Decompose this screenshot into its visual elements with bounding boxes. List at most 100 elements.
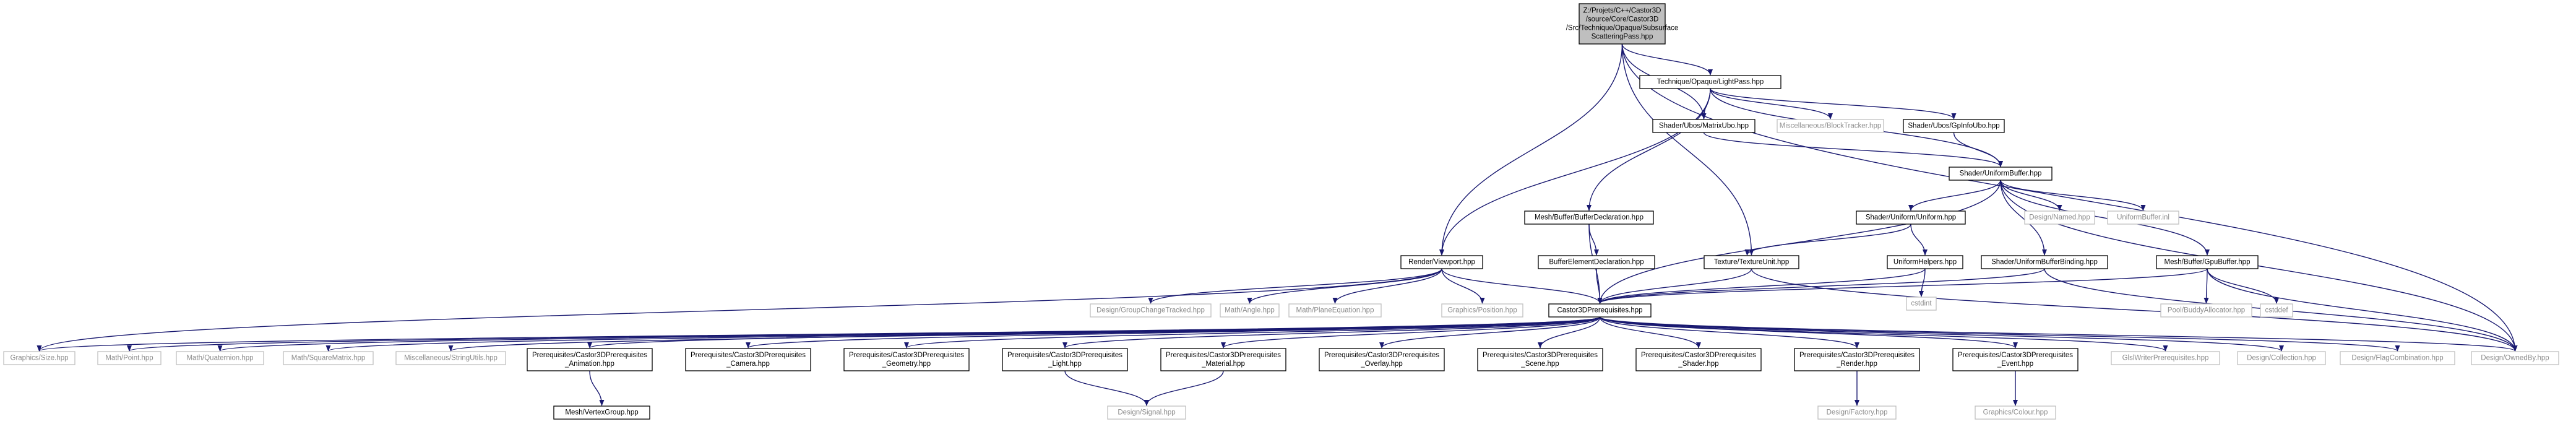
node-box	[2107, 210, 2179, 225]
edge-castorprereq-to-p_render	[1599, 316, 1859, 349]
node-label: Prerequisites/Castor3DPrerequisites	[1324, 352, 1439, 359]
node-bufelemdecl[interactable]: BufferElementDeclaration.hpp	[1538, 255, 1655, 269]
edge-castorprereq-to-p_scene	[1538, 316, 1601, 349]
node-castorprereq[interactable]: Castor3DPrerequisites.hpp	[1548, 303, 1652, 318]
edge-textureunit-to-ownedby	[1751, 268, 2518, 352]
node-label: Render/Viewport.hpp	[1408, 259, 1475, 266]
node-p_shader[interactable]: Prerequisites/Castor3DPrerequisites_Shad…	[1635, 348, 1762, 371]
node-label: Mesh/Buffer/BufferDeclaration.hpp	[1535, 214, 1643, 222]
node-label: Miscellaneous/BlockTracker.hpp	[1780, 123, 1881, 130]
edge-uniformbuffer-to-uniformbufferinl	[2000, 180, 2146, 211]
edge-root-to-viewport	[1439, 43, 1623, 256]
node-box	[1220, 303, 1280, 318]
edge-castorprereq-to-p_shader	[1599, 316, 1701, 349]
edge-p_material-to-signal	[1144, 370, 1224, 406]
node-p_material[interactable]: Prerequisites/Castor3DPrerequisites_Mate…	[1160, 348, 1286, 371]
edge-root-to-lightpass	[1621, 43, 1713, 76]
node-bufdecl[interactable]: Mesh/Buffer/BufferDeclaration.hpp	[1524, 210, 1654, 225]
node-label: Graphics/Size.hpp	[11, 355, 69, 362]
node-p_camera[interactable]: Prerequisites/Castor3DPrerequisites_Came…	[685, 348, 811, 371]
node-position: Graphics/Position.hpp	[1441, 303, 1523, 318]
node-box	[1090, 303, 1212, 318]
node-cstddef: cstddef	[2260, 303, 2293, 318]
edge-gpubuffer-to-castorprereq	[1597, 268, 2208, 304]
node-label: UniformHelpers.hpp	[1893, 259, 1957, 266]
node-label: Math/SquareMatrix.hpp	[291, 355, 366, 362]
node-groupchange: Design/GroupChangeTracked.hpp	[1090, 303, 1212, 318]
node-gpinfoubo[interactable]: Shader/Ubos/GpInfoUbo.hpp	[1903, 119, 2005, 133]
node-label: _Overlay.hpp	[1360, 360, 1403, 368]
node-angle: Math/Angle.hpp	[1220, 303, 1280, 318]
node-textureunit[interactable]: Texture/TextureUnit.hpp	[1704, 255, 1799, 269]
node-p_geom[interactable]: Prerequisites/Castor3DPrerequisites_Geom…	[843, 348, 970, 371]
node-box	[1794, 348, 1920, 371]
edge-uniformhelpers-to-castorprereq	[1597, 268, 1926, 304]
edge-castorprereq-to-p_overlay	[1379, 316, 1601, 349]
edge-uniform-to-uniformhelpers	[1910, 223, 1928, 256]
node-colour: Graphics/Colour.hpp	[1975, 405, 2056, 420]
node-p_scene[interactable]: Prerequisites/Castor3DPrerequisites_Scen…	[1477, 348, 1603, 371]
node-uniformhelpers[interactable]: UniformHelpers.hpp	[1887, 255, 1963, 269]
node-p_event[interactable]: Prerequisites/Castor3DPrerequisites_Even…	[1952, 348, 2078, 371]
node-label: Design/Signal.hpp	[1118, 409, 1175, 417]
node-box	[843, 348, 970, 371]
node-uniformbuffer[interactable]: Shader/UniformBuffer.hpp	[1949, 167, 2053, 181]
node-label: Castor3DPrerequisites.hpp	[1557, 307, 1642, 314]
node-viewport[interactable]: Render/Viewport.hpp	[1400, 255, 1483, 269]
edge-castorprereq-to-collection	[1599, 316, 2284, 352]
node-box	[1538, 255, 1655, 269]
node-label: _Render.hpp	[1836, 360, 1877, 368]
node-box	[1319, 348, 1445, 371]
edge-gpinfoubo-to-uniformbuffer	[1953, 132, 2003, 167]
node-uniform[interactable]: Shader/Uniform/Uniform.hpp	[1856, 210, 1966, 225]
node-box	[2024, 210, 2095, 225]
node-gpubuffer[interactable]: Mesh/Buffer/GpuBuffer.hpp	[2156, 255, 2259, 269]
edge-uniformbuffer-to-uniform	[1908, 180, 2001, 211]
edge-uniformbuffer-to-gpubuffer	[2000, 180, 2210, 256]
edge-gpubuffer-to-buddy	[2203, 268, 2209, 304]
node-label: Design/GroupChangeTracked.hpp	[1096, 307, 1205, 314]
node-label: Mesh/VertexGroup.hpp	[565, 409, 638, 417]
node-box	[2237, 351, 2326, 365]
node-p_overlay[interactable]: Prerequisites/Castor3DPrerequisites_Over…	[1319, 348, 1445, 371]
node-label: Miscellaneous/StringUtils.hpp	[404, 355, 498, 362]
node-box	[1952, 348, 2078, 371]
node-box	[2340, 351, 2455, 365]
node-vertexgroup[interactable]: Mesh/VertexGroup.hpp	[553, 405, 650, 420]
node-matrixubo[interactable]: Shader/Ubos/MatrixUbo.hpp	[1652, 119, 1755, 133]
node-label: Prerequisites/Castor3DPrerequisites	[691, 352, 806, 359]
edge-castorprereq-to-quaternion	[218, 316, 1601, 352]
node-box	[1903, 119, 2005, 133]
edge-castorprereq-to-p_light	[1062, 316, 1601, 349]
node-quaternion: Math/Quaternion.hpp	[176, 351, 264, 365]
node-label: Math/Point.hpp	[105, 355, 153, 362]
node-box	[97, 351, 162, 365]
node-label: Texture/TextureUnit.hpp	[1714, 259, 1789, 266]
node-p_anim[interactable]: Prerequisites/Castor3DPrerequisites_Anim…	[527, 348, 653, 371]
node-label: Prerequisites/Castor3DPrerequisites	[1007, 352, 1122, 359]
edge-gpubuffer-to-cstddef	[2207, 268, 2279, 304]
node-box	[1635, 348, 1762, 371]
node-label: Mesh/Buffer/GpuBuffer.hpp	[2165, 259, 2251, 266]
node-lightpass[interactable]: Technique/Opaque/LightPass.hpp	[1639, 75, 1781, 89]
node-p_light[interactable]: Prerequisites/Castor3DPrerequisites_Ligh…	[1002, 348, 1128, 371]
node-label: Math/Angle.hpp	[1225, 307, 1275, 314]
edge-uniformbuffer-to-ubobinding	[2000, 180, 2047, 256]
node-p_render[interactable]: Prerequisites/Castor3DPrerequisites_Rend…	[1794, 348, 1920, 371]
node-cstdint: cstdint	[1906, 297, 1937, 311]
node-box	[283, 351, 374, 365]
edge-castorprereq-to-squarematrix	[326, 316, 1601, 352]
node-ubobinding[interactable]: Shader/UniformBufferBinding.hpp	[1981, 255, 2108, 269]
node-box	[1981, 255, 2108, 269]
node-named: Design/Named.hpp	[2024, 210, 2095, 225]
node-box	[1441, 303, 1523, 318]
node-buddy: Pool/BuddyAllocator.hpp	[2160, 303, 2252, 318]
edge-viewport-to-size	[37, 268, 1442, 352]
node-label: Shader/Ubos/MatrixUbo.hpp	[1659, 123, 1749, 130]
node-box	[2160, 303, 2252, 318]
node-label: BufferElementDeclaration.hpp	[1549, 259, 1643, 266]
edge-lightpass-to-blocktracker	[1710, 88, 1833, 119]
node-box	[2471, 351, 2559, 365]
node-label: _Geometry.hpp	[882, 360, 931, 368]
node-root[interactable]: Z:/Projets/C++/Castor3D/source/Core/Cast…	[1566, 3, 1679, 45]
